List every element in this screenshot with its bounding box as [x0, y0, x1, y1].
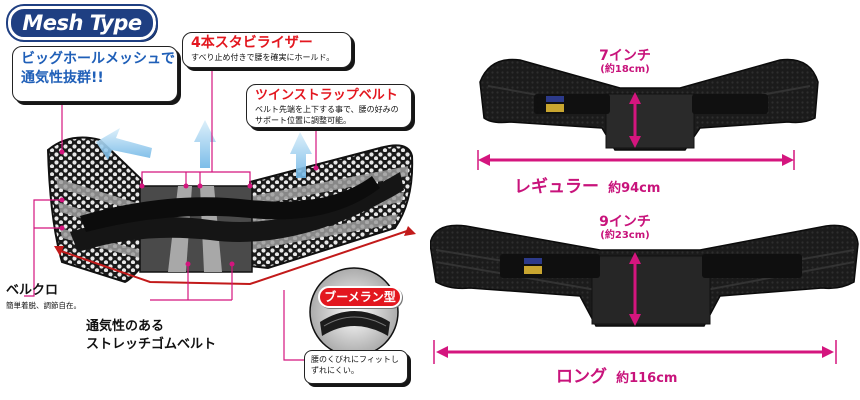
regular-height-arrow — [629, 92, 641, 148]
long-width: 約116cm — [616, 371, 678, 386]
stretch-line2: ストレッチゴムベルト — [86, 337, 217, 352]
airflow-arrow-icon — [194, 120, 216, 168]
twin-strap-desc2: サポート位置に調整可能。 — [255, 116, 351, 125]
velcro-callout: ベルクロ 簡単着脱、調節自在。 — [6, 282, 126, 311]
boomerang-circle — [309, 267, 399, 357]
stabilizer-desc: すべり止め付きで腰を確実にホールド。 — [191, 53, 335, 62]
mesh-belt-illustration — [24, 68, 416, 361]
regular-height-sub: (約18cm) — [600, 64, 650, 75]
regular-height-label: 7インチ (約18cm) — [590, 48, 660, 76]
size-comparison-figures — [430, 58, 859, 364]
regular-width: 約94cm — [608, 181, 661, 196]
mesh-type-badge: Mesh Type — [6, 4, 158, 42]
long-belt-photo — [430, 224, 859, 327]
twin-strap-callout: ツインストラップベルト ベルト先端を上下する事で、腰の好みの サポート位置に調整… — [246, 84, 412, 128]
regular-name: レギュラー — [514, 177, 599, 197]
long-height-label: 9インチ (約23cm) — [590, 214, 660, 242]
boomerang-title-badge: ブーメラン型 — [318, 286, 402, 308]
twin-strap-desc1: ベルト先端を上下する事で、腰の好みの — [255, 105, 399, 114]
velcro-desc: 簡単着脱、調節自在。 — [6, 301, 81, 310]
regular-height-main: 7インチ — [599, 48, 651, 64]
stabilizer-title: 4本スタビライザー — [191, 35, 313, 51]
long-height-sub: (約23cm) — [600, 230, 650, 241]
mesh-callout-line1: ビッグホールメッシュで — [21, 51, 175, 67]
airflow-arrow-icon — [96, 128, 152, 160]
airflow-arrow-icon — [290, 132, 312, 178]
boomerang-title: ブーメラン型 — [324, 290, 396, 304]
stabilizer-callout: 4本スタビライザー すべり止め付きで腰を確実にホールド。 — [182, 32, 352, 68]
stretch-line1: 通気性のある — [86, 319, 165, 334]
boomerang-desc1: 腰のくびれにフィットし — [311, 355, 399, 364]
long-size-label: ロング 約116cm — [556, 362, 756, 387]
velcro-title: ベルクロ — [6, 283, 59, 298]
mesh-callout-line2: 通気性抜群!! — [21, 70, 104, 86]
boomerang-callout: 腰のくびれにフィットし ずれにくい。 — [304, 350, 408, 384]
long-name: ロング — [556, 367, 607, 387]
stretch-belt-callout: 通気性のある ストレッチゴムベルト — [86, 318, 286, 354]
long-height-arrow — [629, 252, 641, 326]
twin-strap — [70, 172, 404, 252]
mesh-callout: ビッグホールメッシュで 通気性抜群!! — [12, 46, 178, 102]
boomerang-desc2: ずれにくい。 — [311, 366, 359, 375]
long-width-arrow — [433, 340, 837, 364]
long-height-main: 9インチ — [599, 214, 651, 230]
regular-size-label: レギュラー 約94cm — [514, 172, 714, 197]
twin-strap-title: ツインストラップベルト — [255, 88, 398, 103]
mesh-type-label: Mesh Type — [22, 11, 142, 35]
regular-width-arrow — [477, 150, 795, 170]
regular-belt-photo — [479, 58, 819, 151]
